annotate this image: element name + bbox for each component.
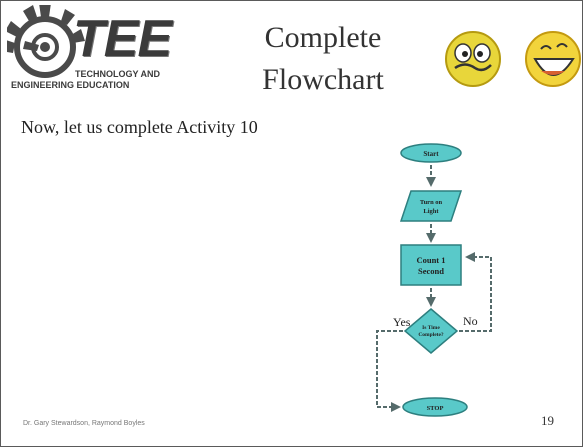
worried-face-icon <box>445 31 501 87</box>
process-label-line-1: Count 1 <box>416 255 445 265</box>
title-line-2: Flowchart <box>262 63 384 96</box>
decision-label-line-1: Is Time <box>422 325 440 331</box>
stop-terminal <box>402 397 468 417</box>
stop-label: STOP <box>427 405 444 412</box>
emoji-faces <box>441 21 582 101</box>
start-label: Start <box>423 150 439 158</box>
input-shape <box>399 190 463 222</box>
decision-label-line-2: Complete? <box>418 332 444 338</box>
laughing-face-icon <box>525 31 581 87</box>
footer-credits: Dr. Gary Stewardson, Raymond Boyles <box>23 420 145 427</box>
input-label-line-2: Light <box>423 208 439 215</box>
subtitle-text: Now, let us complete Activity 10 <box>21 117 258 137</box>
flowchart: Start Turn on Light Count 1 Second Is Ti… <box>361 137 501 427</box>
page-title: Complete Flowchart <box>243 17 403 101</box>
no-label: No <box>463 314 478 328</box>
yes-label: Yes <box>393 315 411 329</box>
title-line-1: Complete <box>264 21 382 54</box>
logo-line-2: ENGINEERING EDUCATION <box>11 80 130 90</box>
process-shape <box>400 244 462 286</box>
arrow-no-loop <box>459 252 492 332</box>
logo-line-1: TECHNOLOGY AND <box>75 69 161 79</box>
arrow-yes-stop <box>376 330 403 412</box>
process-label-line-2: Second <box>418 266 444 276</box>
input-label-line-1: Turn on <box>420 199 443 206</box>
logo-tee-text: TEE <box>73 10 172 68</box>
gear-logo-icon <box>7 5 85 78</box>
flowchart-diagram: Start Turn on Light Count 1 Second Is Ti… <box>376 143 492 417</box>
decision-shape <box>403 308 459 354</box>
page-number: 19 <box>541 413 554 428</box>
face-icons <box>445 31 581 87</box>
tee-logo: TEE TECHNOLOGY AND ENGINEERING EDUCATION <box>7 5 187 91</box>
start-terminal <box>400 143 462 163</box>
